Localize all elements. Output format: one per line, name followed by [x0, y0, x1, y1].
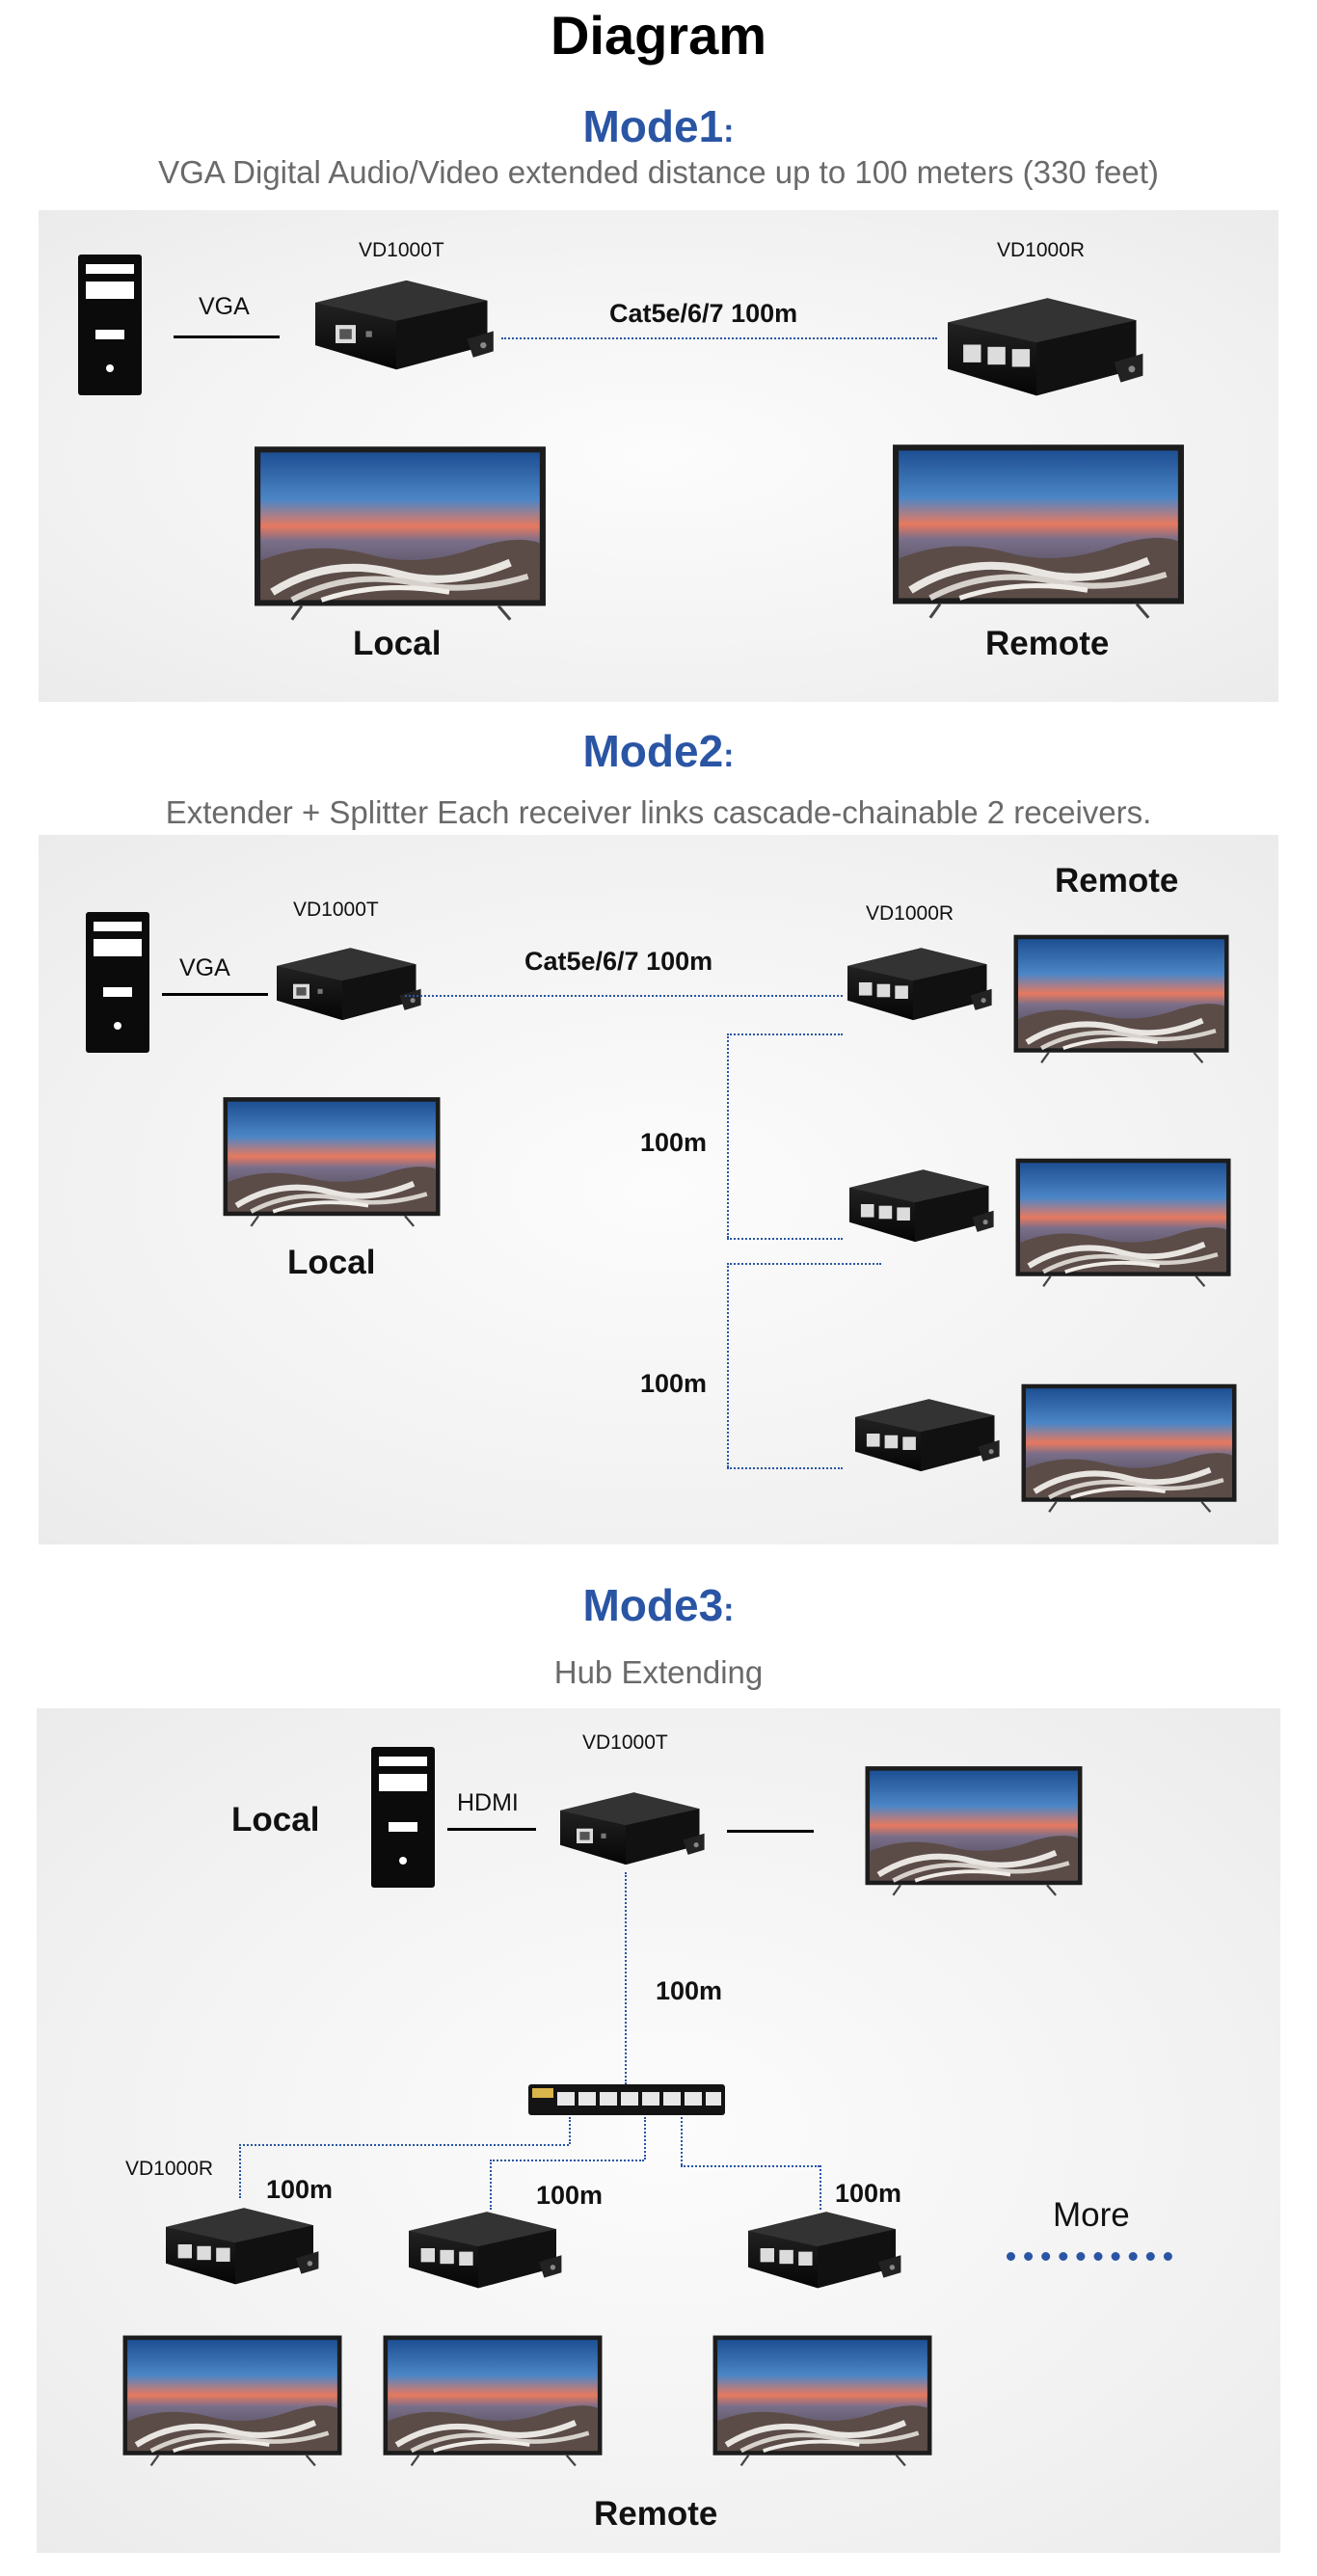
mode1-cable-label: Cat5e/6/7 100m: [609, 299, 798, 328]
mode3-hub-branch-2: [490, 2160, 644, 2161]
mode2-local-tv-icon: [222, 1095, 442, 1228]
mode3-hub-branch-1: [239, 2144, 569, 2146]
mode2-chain-2-top: [727, 1263, 881, 1265]
mode2-subtitle: Extender + Splitter Each receiver links …: [165, 794, 1152, 830]
mode3-hub-down-2: [490, 2160, 492, 2210]
mode1-transmitter-label: VD1000T: [359, 239, 444, 261]
mode2-cat-cable: [405, 995, 843, 997]
mode3-hub-branch-3: [681, 2165, 820, 2167]
mode3-hdmi-cable: [447, 1828, 536, 1831]
mode3-hub-drop-3: [681, 2117, 683, 2165]
mode2-remote-tv-3-icon: [1020, 1382, 1238, 1514]
mode3-more-label: More: [1053, 2196, 1130, 2234]
mode2-dist-1-label: 100m: [640, 1128, 708, 1157]
mode3-title-text: Mode3: [582, 1580, 724, 1630]
mode1-vga-label: VGA: [199, 293, 250, 320]
mode2-transmitter-label: VD1000T: [293, 899, 379, 921]
mode1-title-text: Mode1: [582, 101, 724, 151]
mode3-transmitter-icon: [544, 1784, 708, 1870]
mode3-hdmi-label: HDMI: [457, 1789, 519, 1816]
mode2-title-text: Mode2: [582, 726, 724, 776]
mode1-receiver-label: VD1000R: [997, 239, 1086, 261]
mode3-transmitter-label: VD1000T: [582, 1731, 668, 1754]
mode3-receiver-3-icon: [731, 2202, 904, 2294]
mode1-transmitter-icon: [295, 270, 497, 376]
mode3-hub-drop-1: [569, 2117, 571, 2144]
mode3-remote-tv-3-icon: [712, 2333, 933, 2468]
mode1-title: Mode1:: [0, 100, 1317, 152]
mode2-chain-1-bottom: [727, 1238, 843, 1240]
mode1-vga-cable: [174, 335, 280, 338]
mode3-dist-r1-label: 100m: [266, 2175, 334, 2204]
mode3-hub-dist-label: 100m: [656, 1976, 723, 2005]
mode2-receiver-label: VD1000R: [866, 902, 954, 925]
mode2-chain-2-bottom: [727, 1467, 843, 1469]
mode3-remote-tv-2-icon: [382, 2333, 604, 2468]
mode1-cat-cable: [501, 337, 937, 339]
mode3-receiver-label: VD1000R: [125, 2158, 214, 2180]
mode3-remote-label: Remote: [594, 2495, 718, 2533]
mode2-title: Mode2:: [0, 725, 1317, 777]
mode2-receiver-1-icon: [831, 939, 995, 1026]
mode2-local-label: Local: [287, 1244, 376, 1281]
mode2-remote-tv-2-icon: [1014, 1157, 1232, 1288]
mode3-title: Mode3:: [0, 1579, 1317, 1631]
mode3-dist-r3-label: 100m: [835, 2179, 902, 2208]
mode2-title-colon: :: [723, 738, 735, 774]
mode1-subtitle: VGA Digital Audio/Video extended distanc…: [158, 154, 1159, 190]
mode2-chain-1-top: [727, 1033, 843, 1035]
page-title: Diagram: [550, 5, 767, 66]
mode3-local-label: Local: [231, 1801, 320, 1838]
mode3-subtitle: Hub Extending: [553, 1654, 764, 1690]
mode2-cable-label: Cat5e/6/7 100m: [524, 947, 713, 976]
mode1-remote-label: Remote: [985, 625, 1110, 662]
mode3-hub-down-3: [820, 2165, 821, 2210]
mode1-local-tv-icon: [253, 443, 548, 623]
mode2-remote-tv-1-icon: [1012, 933, 1230, 1064]
mode1-receiver-icon: [926, 289, 1147, 400]
mode3-hub-drop-2: [644, 2117, 646, 2160]
mode3-dist-r2-label: 100m: [536, 2181, 604, 2210]
mode3-receiver-1-icon: [148, 2198, 322, 2291]
mode3-hub-down-1: [239, 2144, 241, 2198]
mode3-local-tv-icon: [864, 1764, 1084, 1897]
mode2-remote-label: Remote: [1055, 862, 1179, 899]
mode3-pc-icon: [368, 1745, 438, 1890]
mode1-local-label: Local: [353, 625, 442, 662]
mode2-vga-cable: [162, 993, 268, 996]
mode2-pc-icon: [83, 910, 152, 1055]
mode3-title-colon: :: [723, 1592, 735, 1628]
mode2-chain-2-vertical: [727, 1263, 729, 1467]
mode2-transmitter-icon: [260, 939, 424, 1026]
mode1-remote-tv-icon: [891, 442, 1186, 621]
mode3-more-dots: [1007, 2252, 1172, 2261]
mode3-switch-icon: [528, 2084, 725, 2115]
mode2-receiver-3-icon: [839, 1390, 1003, 1477]
mode3-local-tv-cable: [727, 1830, 814, 1833]
mode2-vga-label: VGA: [179, 954, 230, 981]
mode2-dist-2-label: 100m: [640, 1369, 708, 1398]
mode2-receiver-2-icon: [833, 1161, 997, 1248]
mode3-receiver-2-icon: [391, 2202, 565, 2294]
mode3-remote-tv-1-icon: [121, 2333, 343, 2468]
mode1-title-colon: :: [723, 113, 735, 149]
mode1-pc-icon: [75, 253, 145, 397]
mode2-chain-1-vertical: [727, 1033, 729, 1238]
mode3-hub-cable: [625, 1872, 627, 2084]
